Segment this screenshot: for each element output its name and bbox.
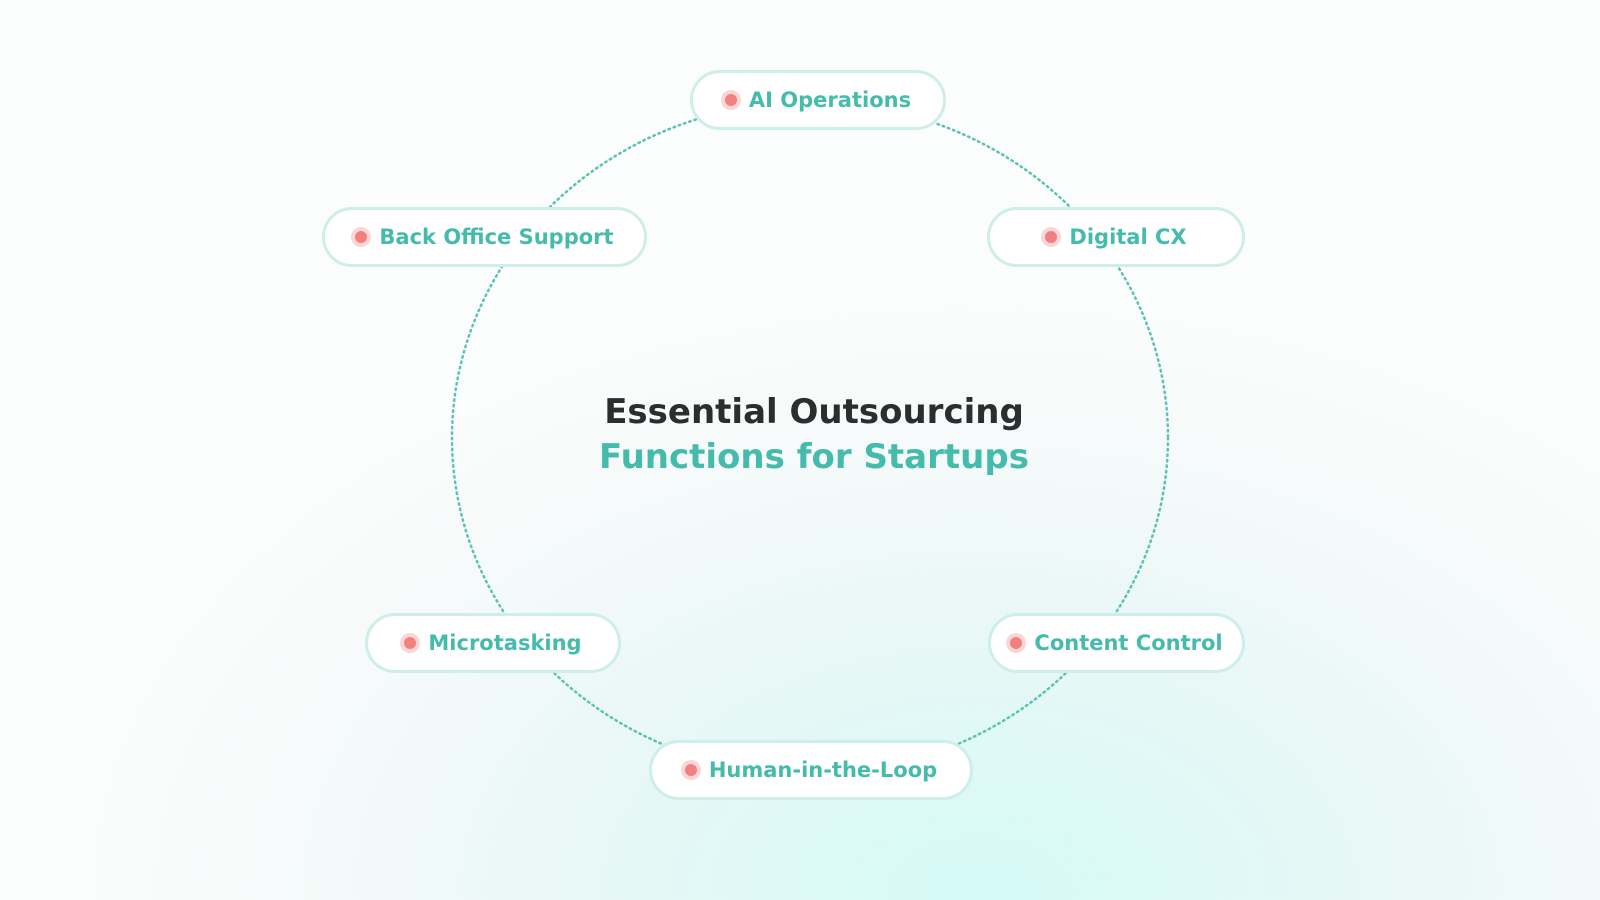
dot-icon (1010, 637, 1023, 649)
node-label: Content Control (1034, 631, 1223, 655)
title-line-2: Functions for Startups (599, 437, 1029, 477)
node-microtasking: Microtasking (365, 613, 621, 673)
node-label: Human-in-the-Loop (708, 758, 938, 782)
node-back-office-support: Back Office Support (322, 207, 647, 267)
dot-icon (1045, 231, 1058, 243)
node-digital-cx: Digital CX (987, 207, 1245, 267)
dot-icon (684, 764, 697, 776)
node-label: Back Office Support (379, 225, 614, 249)
center-title: Essential Outsourcing Functions for Star… (0, 390, 1600, 480)
node-ai-operations: AI Operations (690, 70, 946, 130)
dot-icon (724, 94, 737, 106)
node-label: Microtasking (428, 631, 582, 655)
dot-icon (404, 637, 417, 649)
node-content-control: Content Control (988, 613, 1245, 673)
node-label: AI Operations (748, 88, 912, 112)
node-human-in-the-loop: Human-in-the-Loop (649, 740, 973, 800)
dot-icon (355, 231, 368, 243)
node-label: Digital CX (1069, 225, 1187, 249)
title-line-1: Essential Outsourcing (604, 392, 1024, 432)
